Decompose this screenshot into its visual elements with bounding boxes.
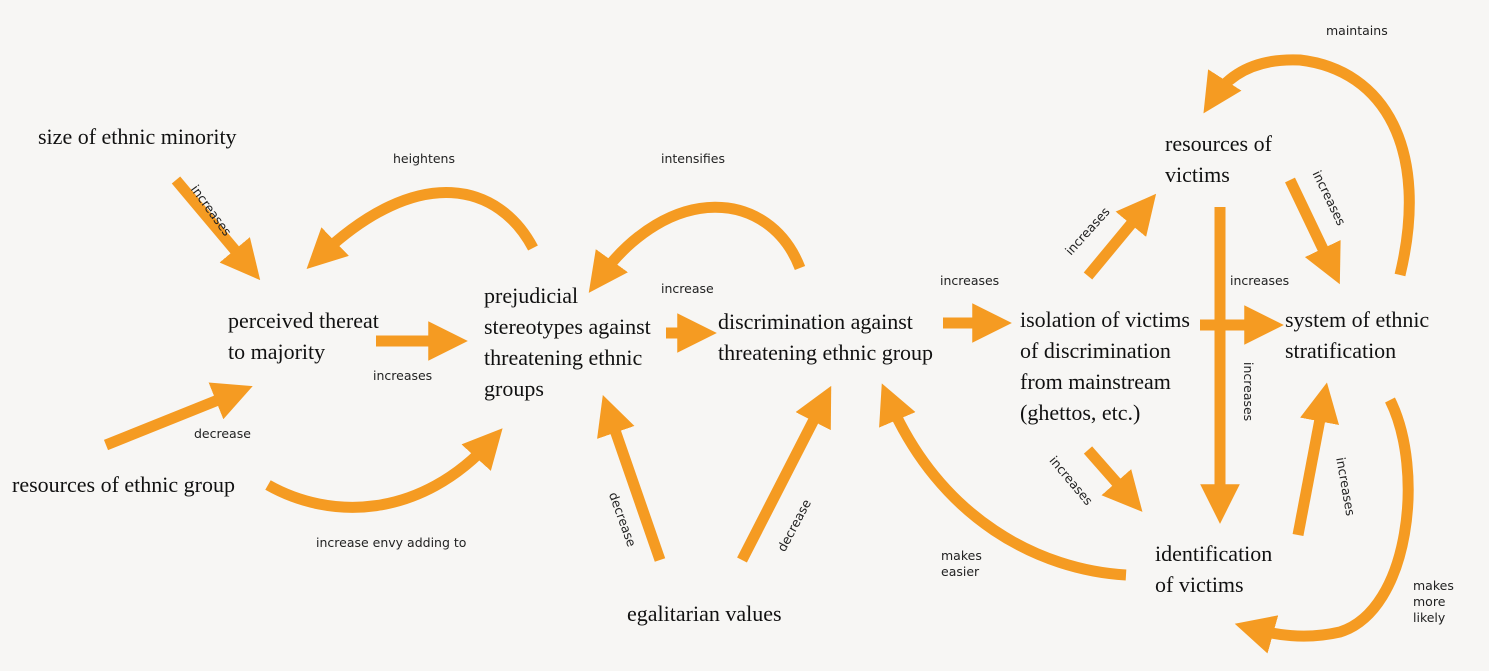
arrow-identification-makes-easier-discrimination: [879, 383, 1127, 581]
node-perceived-threat: perceived thereat to majority: [228, 308, 379, 364]
node-system-of-ethnic-stratification: system of ethnic stratification: [1285, 307, 1430, 363]
arrow-stratification-maintains-resources: [1203, 54, 1415, 277]
node-isolation-of-victims: isolation of victims of discrimination f…: [1020, 307, 1190, 425]
node-prejudicial-stereotypes: prejudicial stereotypes against threaten…: [484, 283, 651, 401]
node-discrimination: discrimination against threatening ethni…: [718, 309, 934, 365]
node-resources-of-ethnic-group: resources of ethnic group: [12, 472, 235, 497]
node-egalitarian-values: egalitarian values: [627, 601, 782, 626]
edge-label-stereotypes-increase: increase: [661, 281, 714, 296]
arrow-size-to-threat: [171, 176, 261, 281]
edge-label-heightens: heightens: [393, 151, 455, 166]
edge-label-resources-decrease: decrease: [194, 426, 251, 441]
arrow-identification-to-stratification: [1292, 382, 1340, 537]
arrow-isolation-to-resources-victims: [1083, 193, 1157, 280]
arrow-discrimination-intensifies-stereotypes: [588, 201, 806, 293]
arrow-stratification-makes-likely-identification: [1234, 397, 1414, 654]
edge-label-maintains: maintains: [1326, 23, 1388, 38]
arrow-stereotypes-heightens-threat: [306, 187, 538, 269]
arrow-resources-victims-to-stratification: [1285, 177, 1341, 285]
arrow-egalitarian-to-discrimination: [737, 385, 832, 563]
edge-label-intensifies: intensifies: [661, 151, 725, 166]
edge-label-threat-increases: increases: [373, 368, 433, 383]
arrow-isolation-to-identification: [1083, 446, 1143, 512]
arrow-resources-to-threat: [103, 382, 253, 451]
edge-label-makes-more-likely: makes more likely: [1413, 578, 1454, 625]
edge-label-isolation-stratification-increases: increases: [1230, 273, 1290, 288]
edge-label-increase-envy: increase envy adding to: [316, 535, 467, 550]
edge-label-discrimination-increases: increases: [940, 273, 1000, 288]
arrow-resources-envy-to-stereotypes: [265, 428, 503, 513]
arrow-egalitarian-to-stereotypes: [597, 395, 666, 562]
edge-label-resources-identification-increases: increases: [1241, 362, 1256, 422]
edge-label-makes-easier: makes easier: [941, 548, 982, 579]
node-identification-of-victims: identification of victims: [1155, 541, 1273, 597]
node-resources-of-victims: resources of victims: [1165, 131, 1272, 187]
node-size-of-ethnic-minority: size of ethnic minority: [38, 124, 237, 149]
